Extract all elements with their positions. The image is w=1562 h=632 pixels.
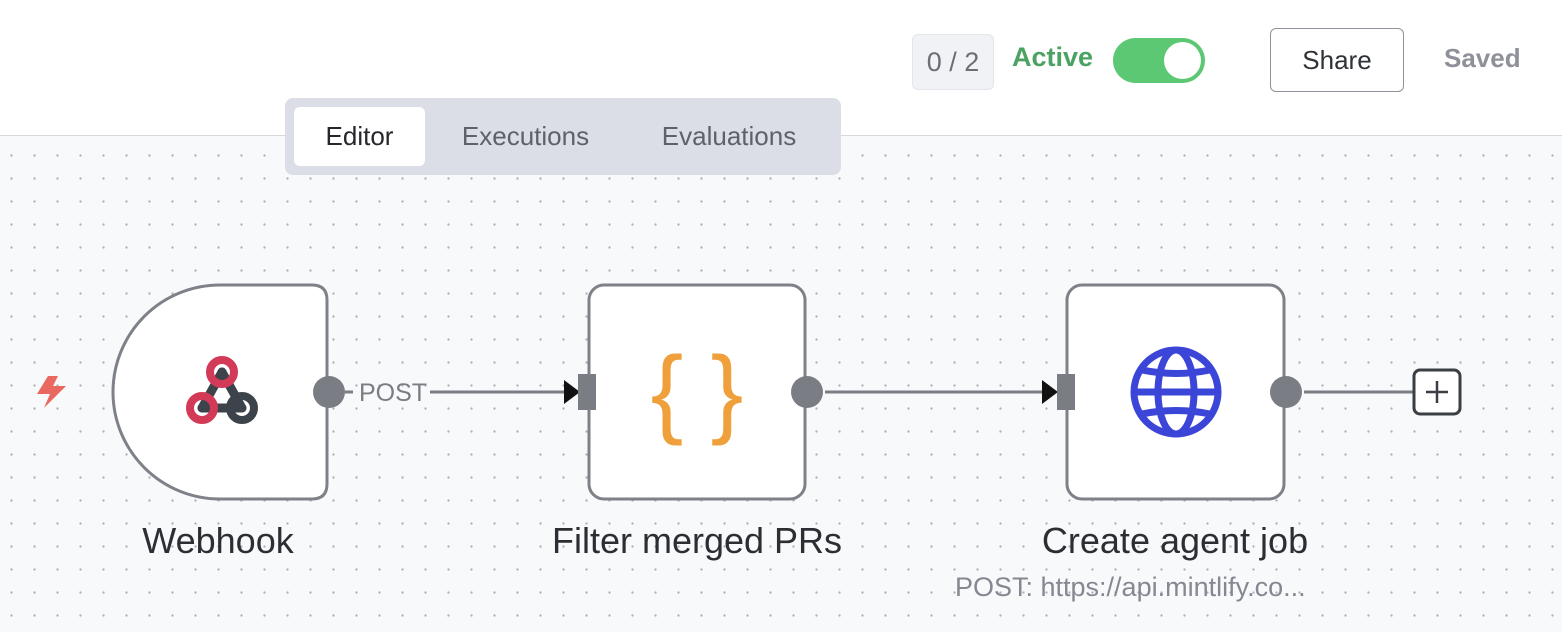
- workflow-counter: 0 / 2: [912, 34, 994, 90]
- node-subtitle-http: POST: https://api.mintlify.co...: [955, 572, 1306, 602]
- active-toggle[interactable]: [1113, 38, 1205, 83]
- add-node-button[interactable]: [1412, 368, 1462, 416]
- webhook-output-handle[interactable]: [313, 376, 345, 408]
- globe-icon: [1130, 346, 1222, 438]
- tab-editor[interactable]: Editor: [294, 107, 425, 166]
- http-output-handle[interactable]: [1270, 376, 1302, 408]
- share-button[interactable]: Share: [1270, 28, 1404, 92]
- filter-output-handle[interactable]: [791, 376, 823, 408]
- node-label-webhook: Webhook: [142, 520, 294, 561]
- tab-executions[interactable]: Executions: [461, 121, 590, 151]
- svg-text:{ }: { }: [651, 336, 744, 446]
- http-input-handle[interactable]: [1057, 374, 1075, 410]
- toggle-knob: [1164, 42, 1201, 79]
- node-webhook[interactable]: [111, 283, 329, 501]
- node-label-http: Create agent job: [1041, 520, 1309, 561]
- connection-filter-to-http[interactable]: [825, 380, 1058, 404]
- code-braces-icon: { }: [651, 336, 744, 446]
- node-label-filter: Filter merged PRs: [551, 520, 843, 561]
- tab-evaluations[interactable]: Evaluations: [661, 121, 797, 151]
- webhook-icon: [186, 356, 258, 424]
- filter-input-handle[interactable]: [578, 374, 596, 410]
- view-tabs: Editor Executions Evaluations: [285, 98, 841, 175]
- trigger-bolt-icon: [37, 376, 66, 408]
- active-label: Active: [1012, 42, 1094, 72]
- connection-label: POST: [359, 379, 427, 407]
- connection-webhook-to-filter[interactable]: [345, 380, 580, 404]
- saved-status: Saved: [1444, 43, 1521, 73]
